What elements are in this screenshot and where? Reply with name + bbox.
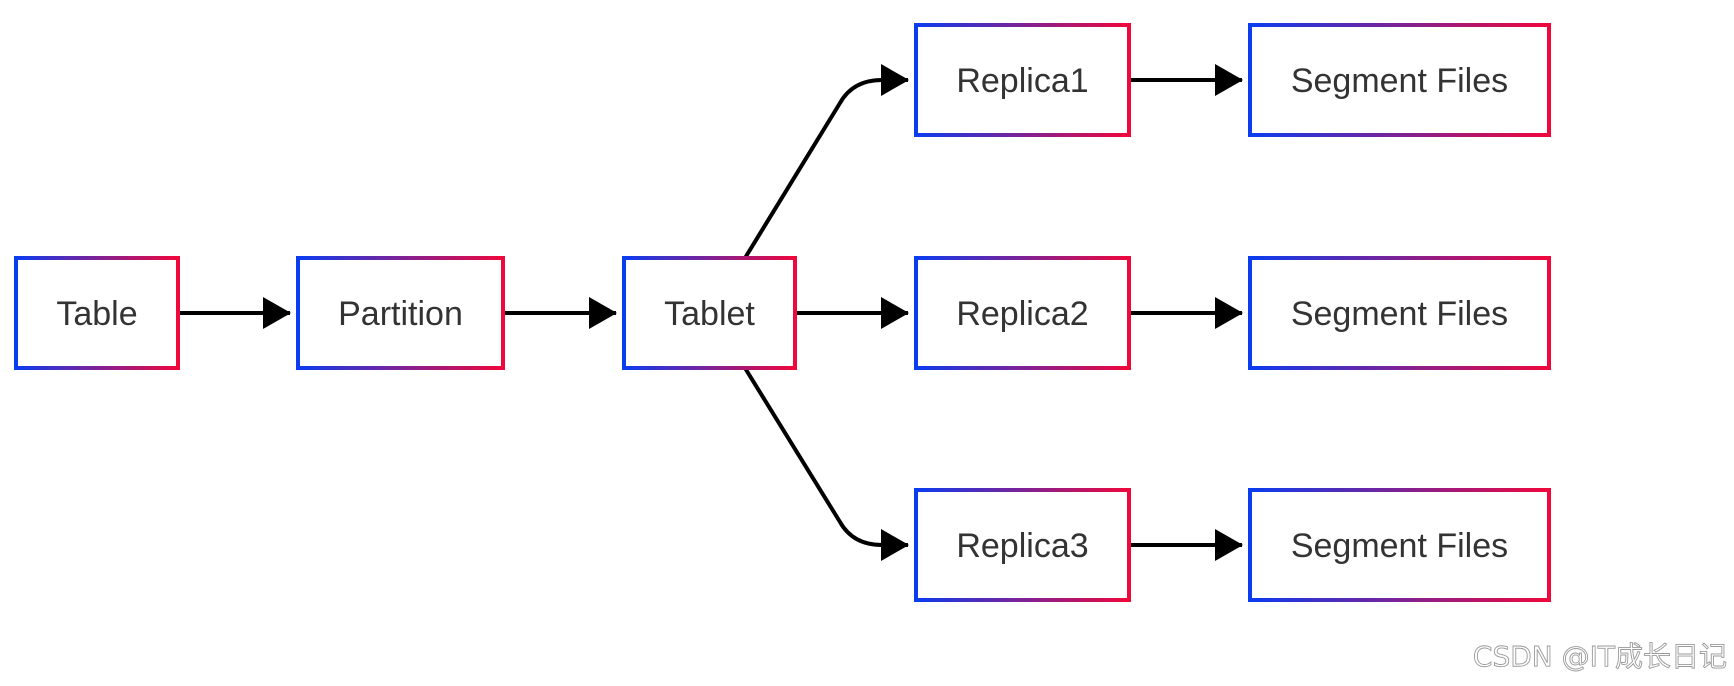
edge-tablet-to-replica1 [743, 64, 909, 260]
node-label-table: Table [56, 295, 137, 333]
node-label-segment2: Segment Files [1291, 295, 1508, 333]
node-partition: Partition [296, 256, 505, 370]
node-label-replica3: Replica3 [956, 527, 1088, 565]
node-segment1: Segment Files [1248, 23, 1551, 137]
node-table: Table [14, 256, 180, 370]
node-segment2: Segment Files [1248, 256, 1551, 370]
node-label-replica1: Replica1 [956, 62, 1088, 100]
nodes-layer: Table Partition Tablet Replica1Replica2Repl… [14, 23, 1551, 602]
watermark-text: CSDN @IT成长日记 [1473, 640, 1727, 673]
node-replica3: Replica3 [914, 488, 1131, 602]
node-box-replica1 [914, 23, 1131, 137]
node-box-tablet [622, 256, 797, 370]
node-label-tablet: Tablet [664, 295, 755, 333]
node-box-segment1 [1248, 23, 1551, 137]
node-box-replica2 [914, 256, 1131, 370]
node-box-replica3 [914, 488, 1131, 602]
edge-tablet-to-replica3 [743, 366, 909, 561]
node-label-segment1: Segment Files [1291, 62, 1508, 100]
node-box-table [14, 256, 180, 370]
node-tablet: Tablet [622, 256, 797, 370]
node-box-segment2 [1248, 256, 1551, 370]
node-box-partition [296, 256, 505, 370]
node-segment3: Segment Files [1248, 488, 1551, 602]
node-label-segment3: Segment Files [1291, 527, 1508, 565]
node-label-replica2: Replica2 [956, 295, 1088, 333]
node-replica1: Replica1 [914, 23, 1131, 137]
node-box-segment3 [1248, 488, 1551, 602]
node-replica2: Replica2 [914, 256, 1131, 370]
node-label-partition: Partition [338, 295, 463, 333]
edges-layer [178, 64, 1243, 561]
